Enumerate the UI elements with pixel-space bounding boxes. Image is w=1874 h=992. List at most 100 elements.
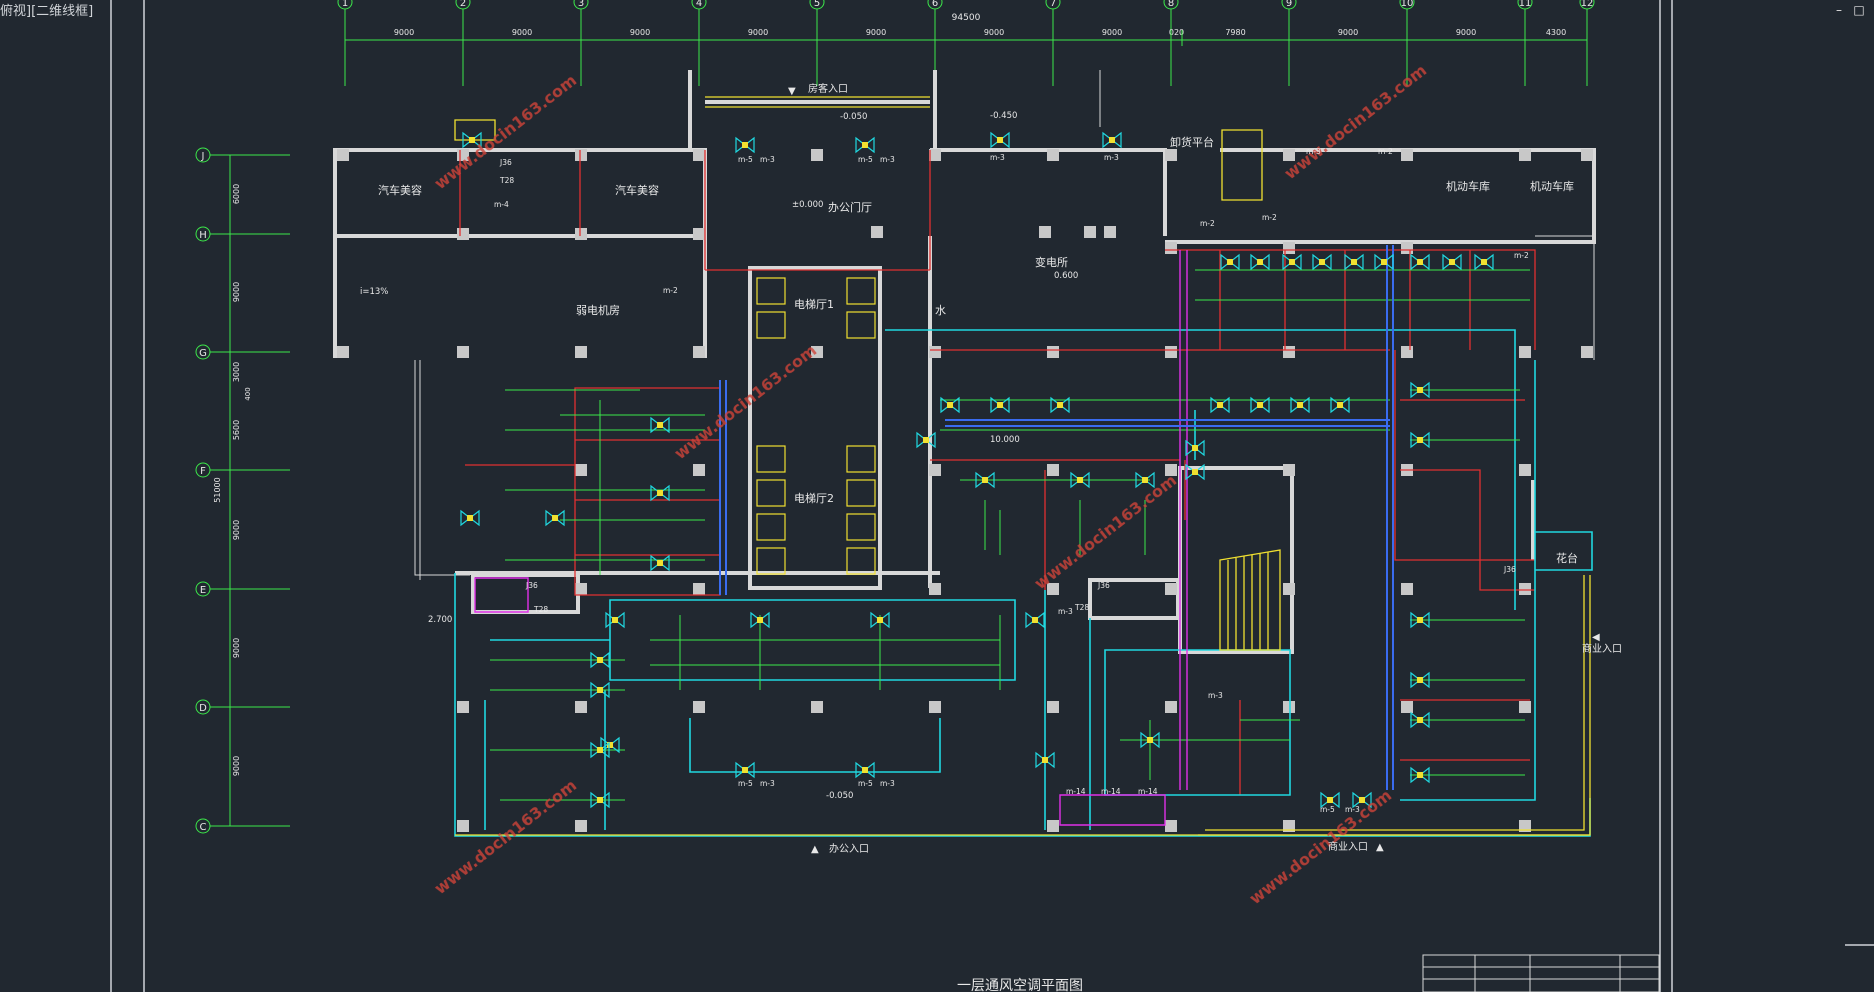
structural-column — [337, 346, 349, 358]
structural-column — [1283, 242, 1295, 254]
fan-unit-symbol — [940, 396, 960, 414]
fan-unit-symbol — [1410, 611, 1430, 629]
axis-row-label: G — [199, 348, 207, 359]
fan-unit-symbol — [1250, 253, 1270, 271]
fan-unit-core — [657, 490, 663, 496]
structural-column — [929, 149, 941, 161]
structural-columns — [337, 149, 1593, 832]
axis-col-bubble — [1045, 0, 1061, 10]
fan-unit-core — [1319, 259, 1325, 265]
fan-unit-core — [923, 437, 929, 443]
fan-unit-symbol — [1374, 253, 1394, 271]
watermark-3: www.docin163.com — [1281, 61, 1430, 184]
axis-col-bubble — [691, 0, 707, 10]
fan-unit-symbol — [590, 741, 610, 759]
structural-column — [1047, 346, 1059, 358]
fan-unit-core — [1077, 477, 1083, 483]
fan-unit-core — [607, 742, 613, 748]
maximize-icon[interactable]: □ — [1853, 3, 1865, 17]
fan-unit-symbol — [1025, 611, 1045, 629]
fan-unit-core — [1217, 402, 1223, 408]
structural-column — [1519, 464, 1531, 476]
level-substation: 0.600 — [1054, 271, 1078, 281]
axis-row-label: J — [201, 151, 205, 162]
fan-unit-core — [1289, 259, 1295, 265]
red-zones — [459, 150, 1536, 795]
axis-segment-dim: 7980 — [1225, 28, 1245, 37]
structural-column — [1283, 583, 1295, 595]
fan-unit-symbol — [990, 131, 1010, 149]
duct-lines-green — [229, 9, 1588, 826]
fan-unit-symbol — [462, 131, 482, 149]
fan-unit-core — [1042, 757, 1048, 763]
svg-text:m-3: m-3 — [1345, 805, 1360, 814]
fan-unit-core — [1192, 469, 1198, 475]
svg-text:T28: T28 — [533, 605, 548, 614]
fan-unit-core — [947, 402, 953, 408]
fan-unit-symbol — [1410, 766, 1430, 784]
fan-unit-core — [1227, 259, 1233, 265]
svg-text:m-4: m-4 — [494, 200, 509, 209]
level-top: -0.050 — [840, 112, 867, 122]
structural-column — [337, 149, 349, 161]
structural-column — [457, 701, 469, 713]
fan-unit-core — [1417, 772, 1423, 778]
structural-column — [575, 464, 587, 476]
fan-unit-symbol — [590, 791, 610, 809]
watermark-4: www.docin163.com — [1031, 471, 1180, 594]
level-center: 10.000 — [990, 435, 1020, 445]
fan-unit-core — [997, 137, 1003, 143]
svg-text:m-3: m-3 — [1208, 691, 1223, 700]
fan-unit-core — [997, 402, 1003, 408]
svg-text:m-3: m-3 — [880, 155, 895, 164]
axis-segment-dim: 9000 — [984, 28, 1004, 37]
structural-column — [811, 149, 823, 161]
title-block — [1422, 954, 1660, 992]
fan-unit-symbol — [916, 431, 936, 449]
axis-segment-dim: 9000 — [1102, 28, 1122, 37]
fan-unit-symbol — [1330, 396, 1350, 414]
fan-unit-core — [1449, 259, 1455, 265]
minimize-icon[interactable]: – — [1836, 3, 1842, 17]
axis-col-label: 4 — [696, 0, 702, 9]
blue-ducts — [719, 245, 1394, 790]
fan-unit-core — [1257, 259, 1263, 265]
axis-segment-dim: 9000 — [1338, 28, 1358, 37]
axis-row-label: H — [199, 230, 207, 241]
structural-column — [1283, 149, 1295, 161]
fan-unit-symbol — [990, 396, 1010, 414]
fan-unit-core — [467, 515, 473, 521]
structural-column — [575, 701, 587, 713]
structural-column — [1283, 346, 1295, 358]
viewport-view-label[interactable]: 俯视][二维线框] — [0, 4, 94, 19]
structural-column — [693, 346, 705, 358]
entrance-commercial-right-arrow: ◀ — [1592, 632, 1600, 643]
fan-unit-symbol — [650, 484, 670, 502]
axis-col-bubble — [1163, 0, 1179, 10]
fan-unit-symbol — [1135, 471, 1155, 489]
structural-column — [693, 701, 705, 713]
structural-column — [1401, 701, 1413, 713]
structural-column — [1047, 820, 1059, 832]
level-lobby: ±0.000 — [792, 200, 823, 210]
fan-unit-symbol — [735, 136, 755, 154]
svg-text:m-5: m-5 — [858, 155, 873, 164]
fan-unit-symbol — [735, 761, 755, 779]
watermark-1: www.docin163.com — [431, 71, 580, 194]
structural-column — [1165, 242, 1177, 254]
axis-segment-dim: 9000 — [1456, 28, 1476, 37]
svg-text:m-3: m-3 — [880, 779, 895, 788]
structural-column — [929, 701, 941, 713]
structural-column — [1401, 242, 1413, 254]
axis-row-label: F — [200, 466, 206, 477]
fan-unit-core — [1147, 737, 1153, 743]
fan-unit-symbol — [1220, 253, 1240, 271]
room-water: 水 — [935, 304, 946, 317]
svg-text:m-5: m-5 — [738, 779, 753, 788]
entrance-commercial-right: 商业入口 — [1582, 642, 1622, 655]
structural-column — [575, 346, 587, 358]
axis-col-bubble — [809, 0, 825, 10]
